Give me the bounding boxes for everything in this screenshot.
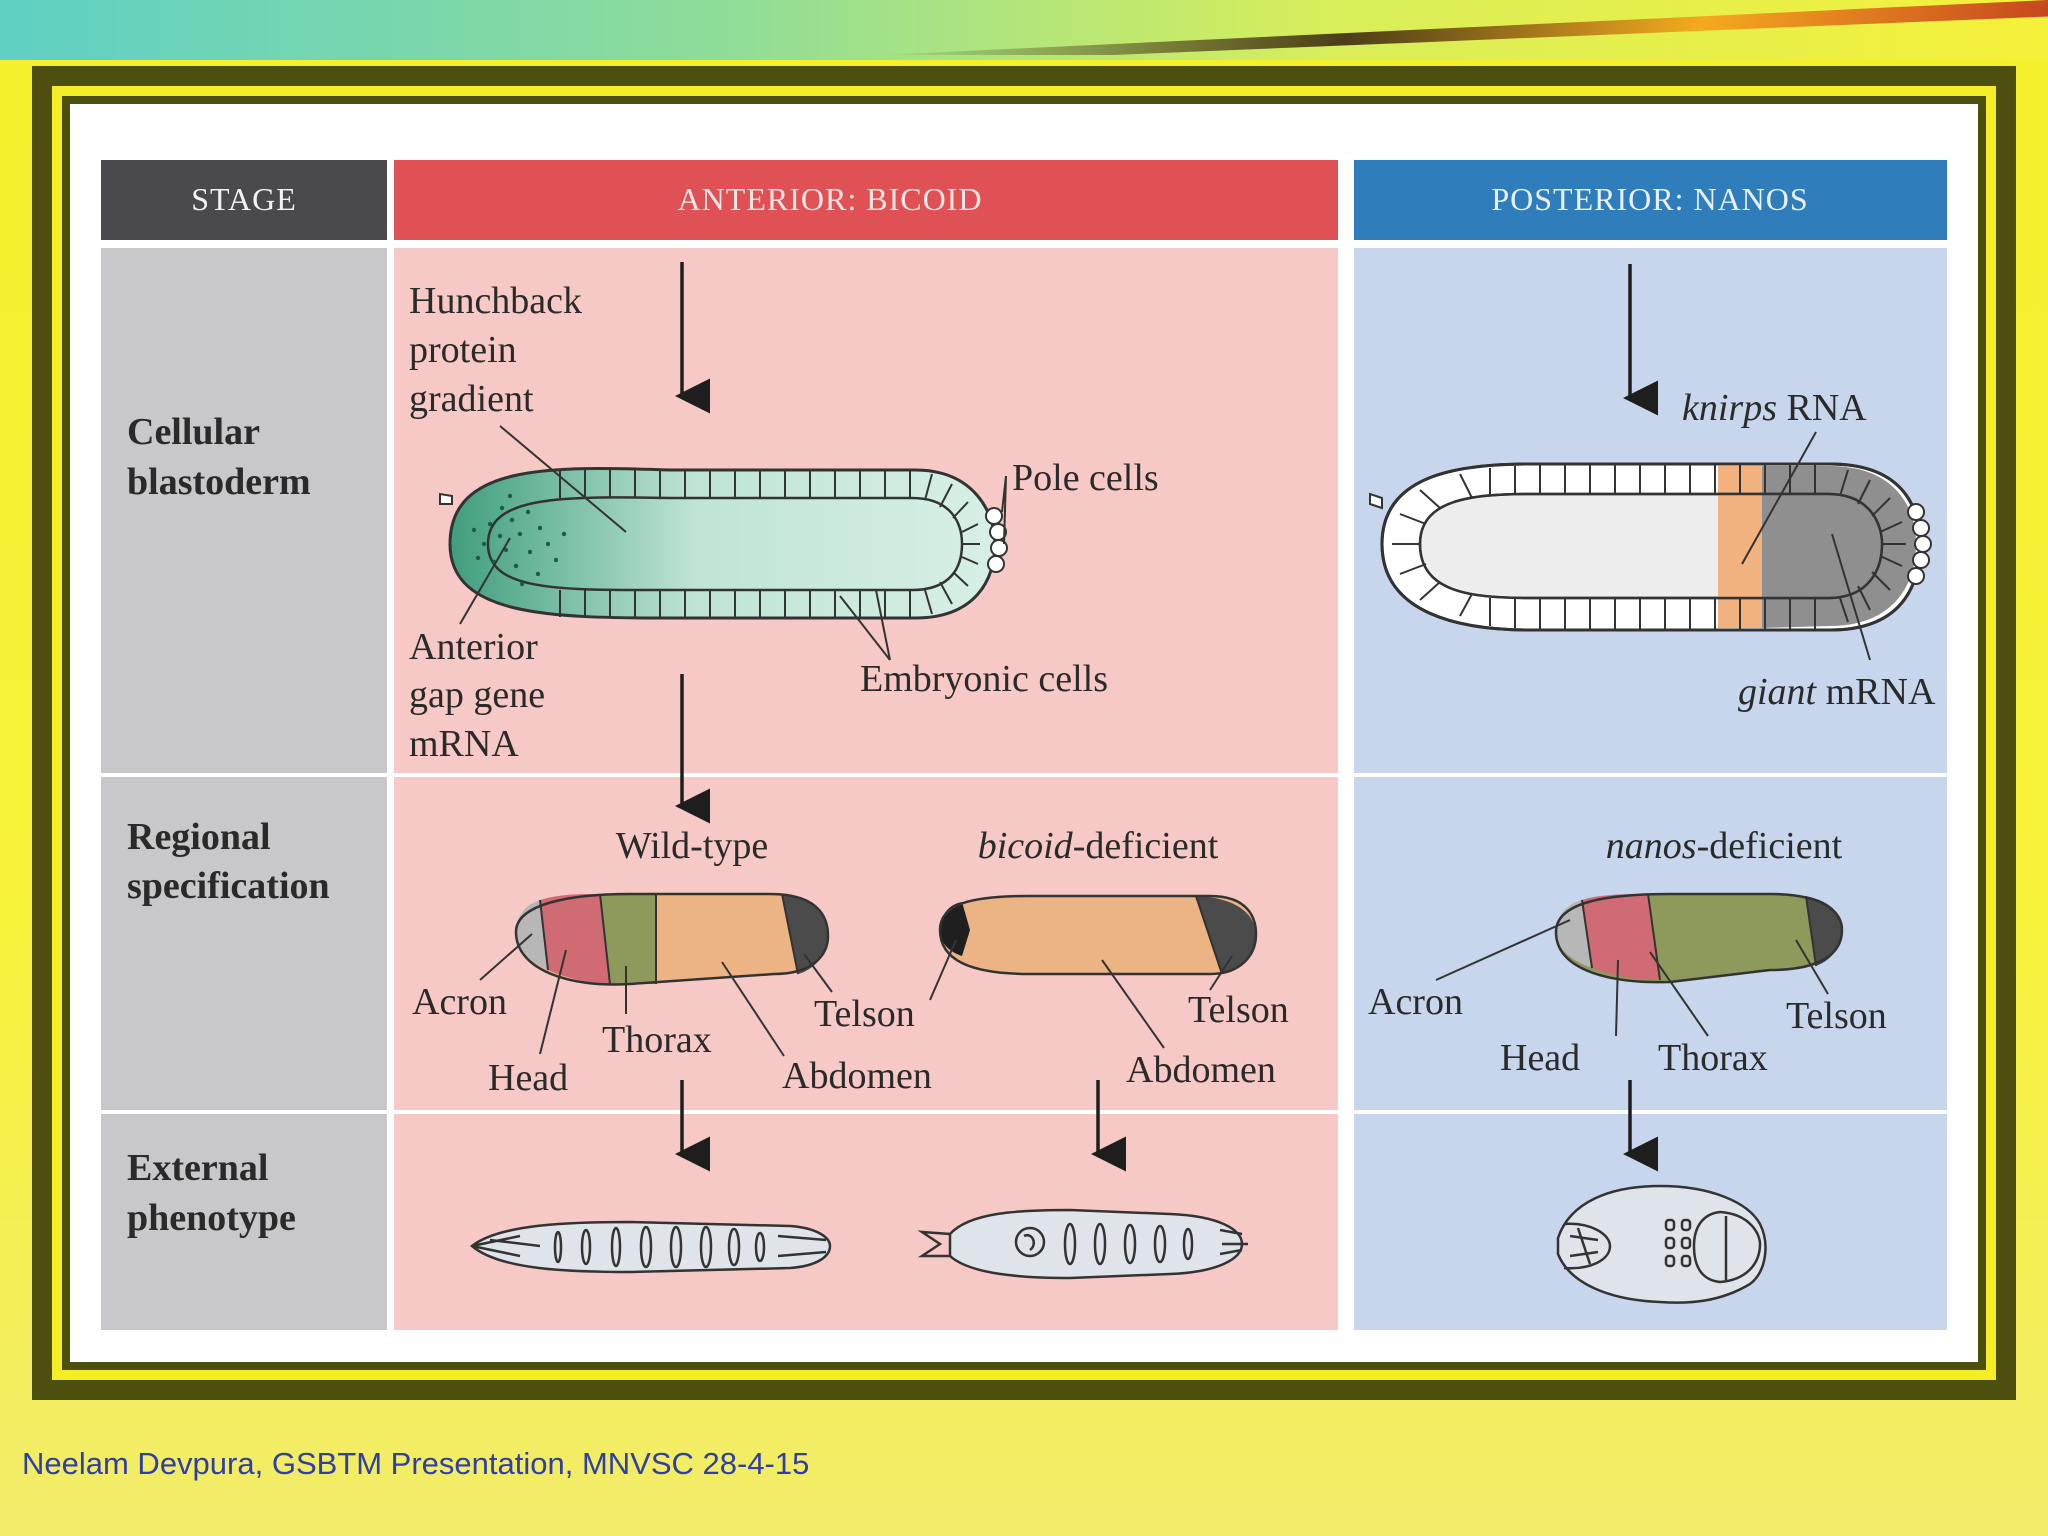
label-anterior-gap-mrna: Anterior gap gene mRNA: [409, 626, 555, 765]
leader-wt-acron: [479, 933, 533, 981]
leader-anterior-gap: [459, 537, 511, 625]
leader-hunchback: [499, 425, 627, 533]
label-hunchback-gradient: Hunchback protein gradient: [409, 280, 592, 420]
label-nanos-deficient: nanos-deficient: [1606, 825, 1843, 867]
leader-embryonic-cells: [839, 589, 891, 661]
bcd-label-telson: Telson: [1188, 989, 1289, 1031]
leader-pole-cells: [1001, 475, 1007, 545]
label-giant-mrna: giant mRNA: [1738, 671, 1936, 713]
posterior-header: POSTERIOR: NANOS: [1491, 181, 1808, 217]
leader-nos-telson: [1795, 939, 1829, 995]
wild-type-larva: [470, 1220, 832, 1274]
row-label-regional-specification: Regional specification: [127, 816, 330, 907]
row-label-cellular-blastoderm: Cellular blastoderm: [127, 411, 311, 503]
wt-label-telson: Telson: [814, 993, 915, 1035]
wt-label-head: Head: [488, 1057, 568, 1099]
anterior-header: ANTERIOR: BICOID: [678, 181, 983, 217]
anterior-header-bar: [394, 160, 1338, 240]
label-embryonic-cells: Embryonic cells: [860, 658, 1108, 700]
leader-wt-abdomen: [721, 961, 785, 1057]
label-bicoid-deficient: bicoid-deficient: [978, 825, 1219, 867]
leader-knirps: [1741, 431, 1817, 565]
label-pole-cells: Pole cells: [1012, 457, 1159, 499]
label-wild-type: Wild-type: [616, 825, 769, 867]
blastoderm-embryo-posterior: [1369, 462, 1932, 632]
nos-label-thorax: Thorax: [1658, 1037, 1768, 1079]
stage-header-bar: [101, 160, 387, 240]
nos-label-telson: Telson: [1786, 995, 1887, 1037]
nos-label-head: Head: [1500, 1037, 1580, 1079]
label-knirps-rna: knirps RNA: [1682, 387, 1867, 429]
slide-footer: Neelam Devpura, GSBTM Presentation, MNVS…: [22, 1446, 810, 1481]
nanos-deficient-embryo: [1554, 892, 1844, 984]
wt-label-thorax: Thorax: [602, 1019, 712, 1061]
leader-bcd-abdomen: [1101, 959, 1165, 1049]
bicoid-deficient-embryo: [938, 894, 1258, 976]
leader-wt-head: [539, 949, 567, 1055]
stage-column: [101, 248, 387, 1330]
blastoderm-embryo-anterior: [439, 467, 1008, 620]
leader-giant: [1831, 533, 1871, 661]
bcd-label-abdomen: Abdomen: [1126, 1049, 1276, 1091]
leader-nos-acron: [1435, 919, 1571, 981]
stage-header: STAGE: [191, 181, 297, 217]
leader-nos-head: [1615, 959, 1619, 1037]
leader-nos-thorax: [1649, 951, 1709, 1037]
nos-label-acron: Acron: [1368, 981, 1463, 1023]
leader-bcd-telson: [929, 939, 1233, 1001]
row-label-external-phenotype: External phenotype: [127, 1147, 296, 1239]
anterior-column: [394, 248, 1338, 1330]
bicoid-nanos-diagram: STAGE ANTERIOR: BICOID POSTERIOR: NANOS …: [101, 160, 1947, 1330]
wild-type-embryo: [514, 892, 830, 986]
posterior-header-bar: [1354, 160, 1947, 240]
bicoid-deficient-larva: [917, 1208, 1248, 1280]
wt-label-acron: Acron: [412, 981, 507, 1023]
leader-wt-telson: [803, 953, 833, 993]
nanos-deficient-larva: [1556, 1184, 1767, 1304]
wt-label-abdomen: Abdomen: [782, 1055, 932, 1097]
